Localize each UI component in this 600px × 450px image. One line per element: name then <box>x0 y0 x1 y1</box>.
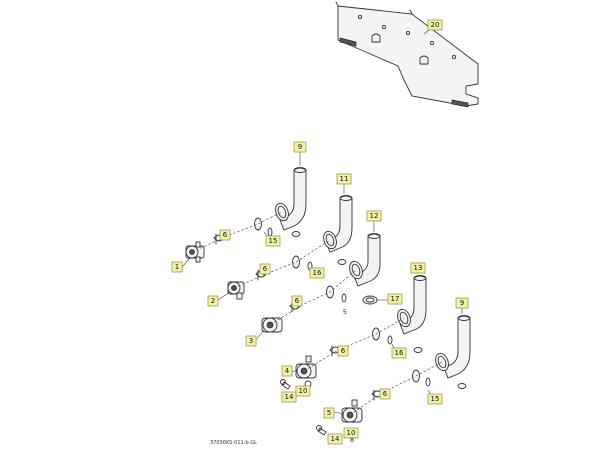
callout-6-line3: 6 <box>291 295 303 307</box>
callout-9-lower: 9 <box>455 297 469 309</box>
valve-2 <box>227 281 245 300</box>
valve-3 <box>261 317 283 333</box>
svg-text:16: 16 <box>395 349 404 357</box>
callout-9-upper: 9 <box>293 141 307 153</box>
callout-3: 3 <box>245 335 257 347</box>
svg-text:16: 16 <box>313 269 322 277</box>
mounting-bracket <box>335 1 479 108</box>
callout-20: 20 <box>427 19 443 31</box>
svg-text:6: 6 <box>223 231 228 239</box>
svg-text:4: 4 <box>285 367 290 375</box>
callout-10-lower: 10 <box>343 427 359 439</box>
svg-text:10: 10 <box>299 387 308 395</box>
svg-text:6: 6 <box>383 390 388 398</box>
svg-text:6: 6 <box>263 265 268 273</box>
assembly-axes <box>191 211 443 416</box>
svg-text:10: 10 <box>347 429 356 437</box>
callout-6-line5: 6 <box>379 388 391 400</box>
svg-text:20: 20 <box>431 21 440 29</box>
callout-13: 13 <box>410 262 426 274</box>
washers <box>254 217 467 389</box>
svg-text:6: 6 <box>341 347 346 355</box>
svg-text:9: 9 <box>298 143 302 151</box>
label-8-plain: 8 <box>350 436 354 444</box>
callout-10-upper: 10 <box>295 385 311 397</box>
callout-4: 4 <box>281 365 293 377</box>
callout-6-line4: 6 <box>337 345 349 357</box>
callout-5: 5 <box>323 407 335 419</box>
svg-text:11: 11 <box>340 175 349 183</box>
callout-6-line2: 6 <box>259 263 271 275</box>
screws <box>280 379 327 436</box>
pipe-elbow-9-upper <box>275 150 307 231</box>
svg-text:13: 13 <box>414 264 423 272</box>
callout-11: 11 <box>336 173 352 185</box>
valve-4 <box>295 355 317 388</box>
svg-text:6: 6 <box>295 297 300 305</box>
valve-1 <box>185 241 205 263</box>
drawing-reference-code: 37036KS-011-b.GL <box>210 440 257 446</box>
svg-text:15: 15 <box>431 395 440 403</box>
callout-2: 2 <box>207 295 219 307</box>
callout-17: 17 <box>387 293 403 305</box>
svg-text:15: 15 <box>269 237 278 245</box>
callout-16-lower: 16 <box>391 347 407 359</box>
callout-1: 1 <box>171 261 183 273</box>
pipe-elbow-11 <box>323 182 353 253</box>
svg-text:14: 14 <box>331 435 340 443</box>
svg-text:2: 2 <box>211 297 215 305</box>
valve-5 <box>341 399 363 423</box>
label-5-plain: 5 <box>343 308 347 316</box>
pipe-elbow-12 <box>349 220 381 287</box>
svg-text:17: 17 <box>391 295 400 303</box>
callout-16-upper: 16 <box>309 267 325 279</box>
callout-15-upper: 15 <box>265 235 281 247</box>
svg-text:3: 3 <box>249 337 253 345</box>
callout-12: 12 <box>366 210 382 222</box>
svg-text:9: 9 <box>460 299 464 307</box>
svg-text:1: 1 <box>175 263 179 271</box>
callout-6-line1: 6 <box>219 229 231 241</box>
svg-text:5: 5 <box>327 409 331 417</box>
svg-text:12: 12 <box>370 212 379 220</box>
pipe-elbow-9-lower <box>435 308 471 379</box>
callout-14-upper: 14 <box>281 391 297 403</box>
svg-text:14: 14 <box>285 393 294 401</box>
callout-15-lower: 15 <box>427 393 443 405</box>
seal-ring-17 <box>362 295 388 305</box>
callout-14-lower: 14 <box>327 433 343 445</box>
